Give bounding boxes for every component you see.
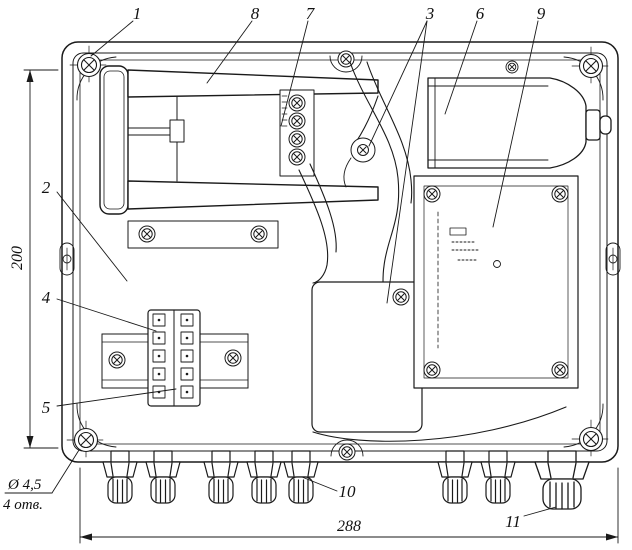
large-cable-gland (534, 450, 590, 510)
hole-note-leader (4, 449, 80, 494)
callout-4: 4 (42, 288, 51, 307)
dimension-width-288 (79, 467, 619, 544)
mounting-plate (127, 220, 279, 249)
callout-3: 3 (425, 4, 435, 23)
cable-gland (246, 450, 282, 504)
circuit-board (413, 175, 579, 389)
hole-diameter-note: Ø 4,5 (7, 477, 42, 493)
hole-count-note: 4 отв. (3, 497, 43, 513)
dimension-height-200 (23, 69, 59, 449)
cable-grommet (343, 137, 376, 188)
power-module (427, 60, 612, 169)
callout-2: 2 (42, 178, 51, 197)
corner-screw-bottom-right (578, 426, 604, 452)
callout-5: 5 (42, 398, 51, 417)
corner-screw-top-left (76, 52, 102, 78)
cable-gland (480, 450, 516, 504)
lid-screw-top-center (337, 50, 355, 68)
callout-6: 6 (476, 4, 485, 23)
terminal-strip (279, 89, 315, 177)
cable-gland (102, 450, 138, 504)
callout-leaders (56, 20, 557, 517)
din-rail-assembly (101, 309, 249, 407)
lower-compartment (311, 281, 423, 433)
callout-1: 1 (133, 4, 142, 23)
corner-screws (66, 45, 611, 461)
dimension-width-label: 288 (337, 518, 361, 535)
cable-gland (145, 450, 181, 504)
callout-9: 9 (537, 4, 546, 23)
lid-screw-bottom-center (338, 443, 356, 461)
side-mounting-tabs (59, 242, 621, 276)
connector-stub (585, 109, 601, 141)
callout-7: 7 (306, 4, 316, 23)
callout-10: 10 (339, 482, 357, 501)
terminal-blocks (147, 309, 201, 407)
callout-11: 11 (505, 512, 521, 531)
corner-screw-bottom-left (73, 427, 99, 453)
callout-8: 8 (251, 4, 260, 23)
corner-screw-top-right (578, 53, 604, 79)
cable-gland (203, 450, 239, 504)
cable-gland (283, 450, 319, 504)
dimension-height-label: 200 (9, 246, 26, 270)
mounting-bracket (99, 65, 379, 215)
cable-gland (437, 450, 473, 504)
